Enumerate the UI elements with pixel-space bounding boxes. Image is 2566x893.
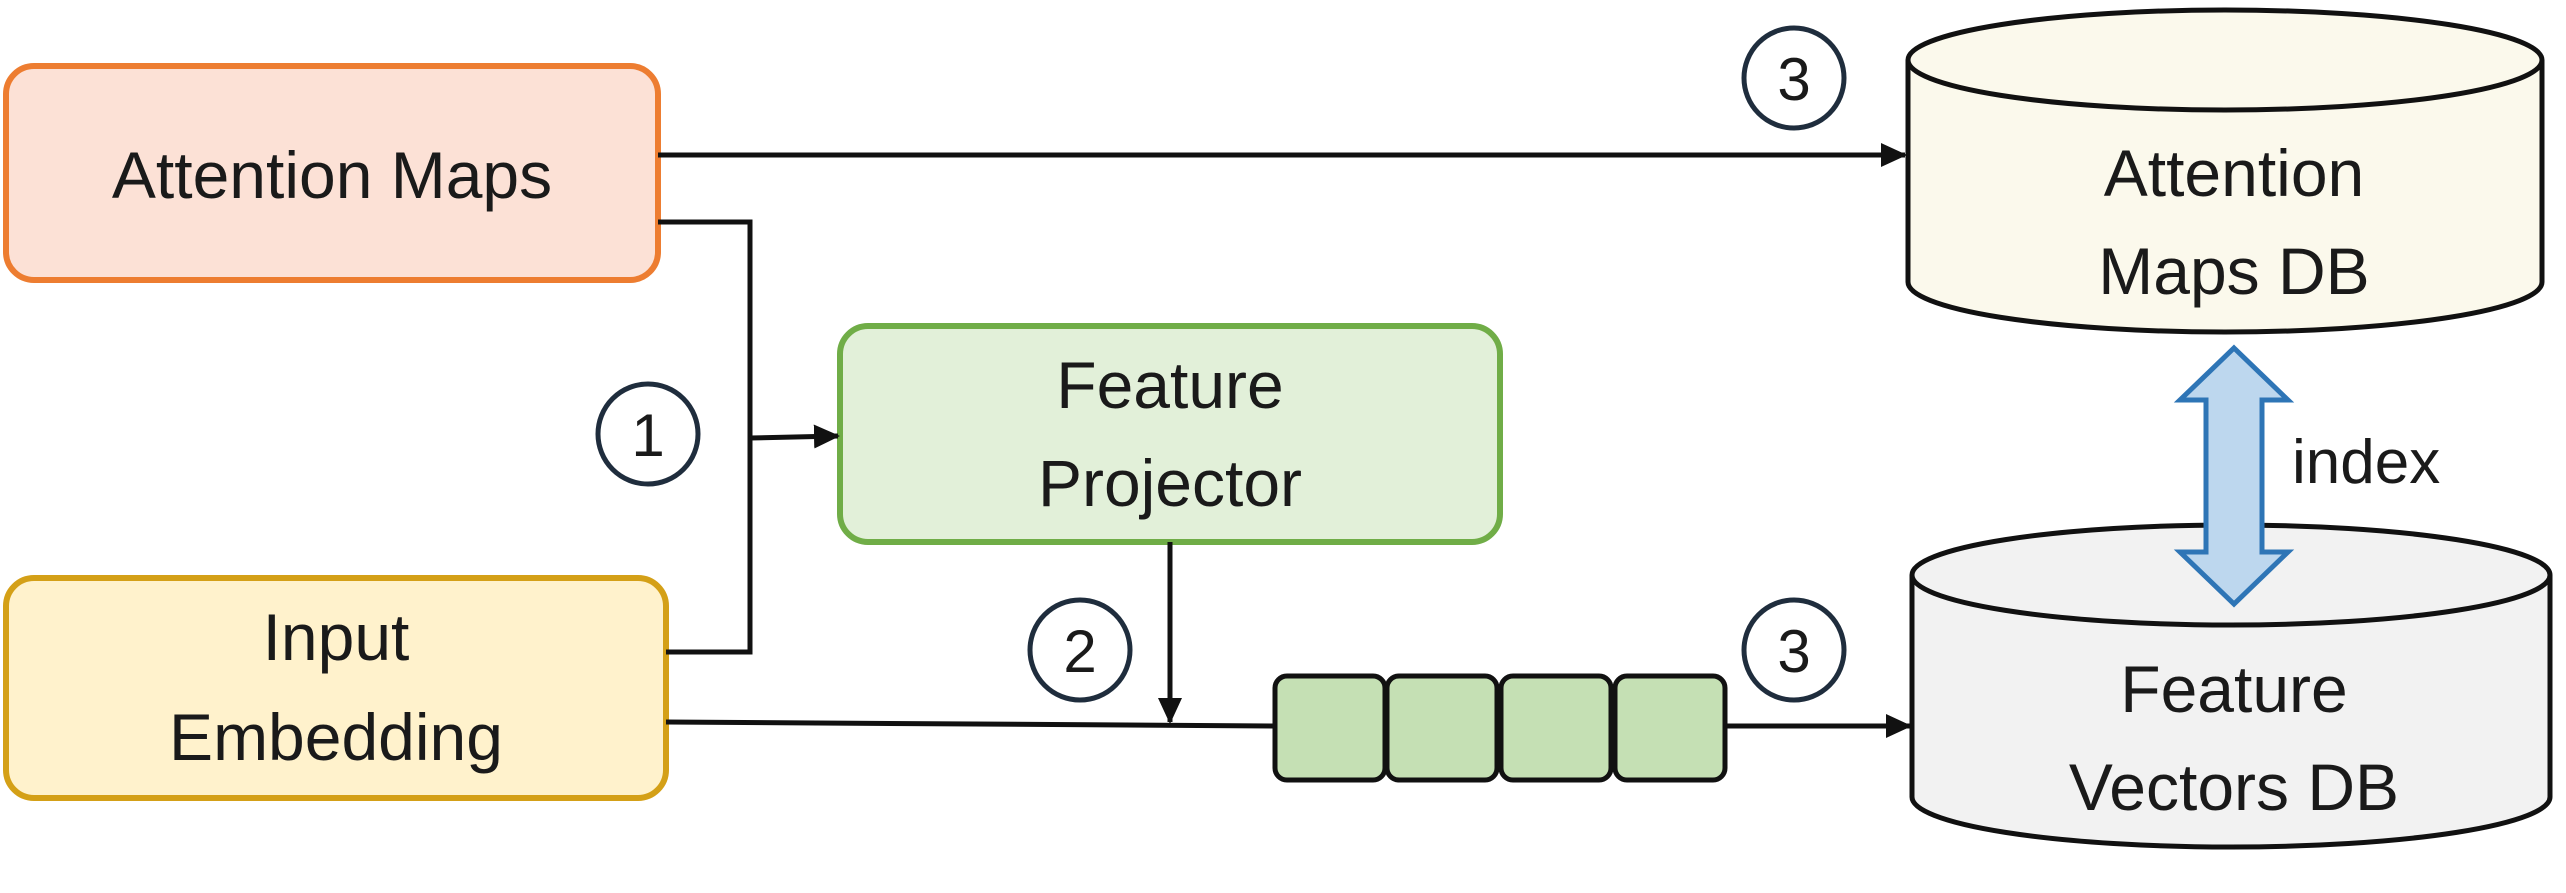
feature-vectors-db-label-line2: Vectors DB	[2069, 750, 2399, 824]
arrow-merge-to-projector	[749, 424, 840, 449]
feature-vector-cell	[1384, 673, 1500, 783]
step-marker-1: 1	[595, 381, 701, 487]
feature-projector-box: Feature Projector	[837, 323, 1503, 545]
feature-vector	[1272, 673, 1728, 783]
svg-text:2: 2	[1063, 618, 1096, 685]
svg-text:3: 3	[1777, 618, 1810, 685]
feature-vectors-db-label-line1: Feature	[2120, 652, 2347, 726]
feature-vectors-db-cylinder: Feature Vectors DB	[1909, 522, 2553, 850]
step-marker-2: 2	[1027, 597, 1133, 703]
attention-maps-box: Attention Maps	[3, 63, 661, 283]
feature-vector-cell	[1612, 673, 1728, 783]
svg-text:3: 3	[1777, 46, 1810, 113]
feature-projector-label-line1: Feature	[1056, 348, 1283, 422]
input-embedding-box: Input Embedding	[3, 575, 669, 801]
index-label: index	[2292, 428, 2440, 497]
feature-vector-cell	[1498, 673, 1614, 783]
index-double-arrow: index	[2173, 344, 2440, 608]
input-embedding-label-line1: Input	[263, 600, 410, 674]
step-marker-3-top: 3	[1741, 25, 1847, 131]
connectors	[658, 143, 1912, 738]
attention-maps-db-cylinder: Attention Maps DB	[1905, 7, 2545, 335]
attention-maps-db-label-line1: Attention	[2104, 136, 2365, 210]
step-marker-3-bottom: 3	[1741, 597, 1847, 703]
input-embedding-label-line2: Embedding	[169, 700, 503, 774]
feature-projector-label-line2: Projector	[1038, 446, 1302, 520]
feature-vector-cell	[1272, 673, 1388, 783]
double-arrow-icon	[2173, 344, 2295, 608]
svg-text:1: 1	[631, 402, 664, 469]
attention-maps-db-label-line2: Maps DB	[2098, 234, 2369, 308]
line-embedding-to-vector	[665, 719, 1276, 729]
attention-maps-label: Attention Maps	[112, 138, 552, 212]
